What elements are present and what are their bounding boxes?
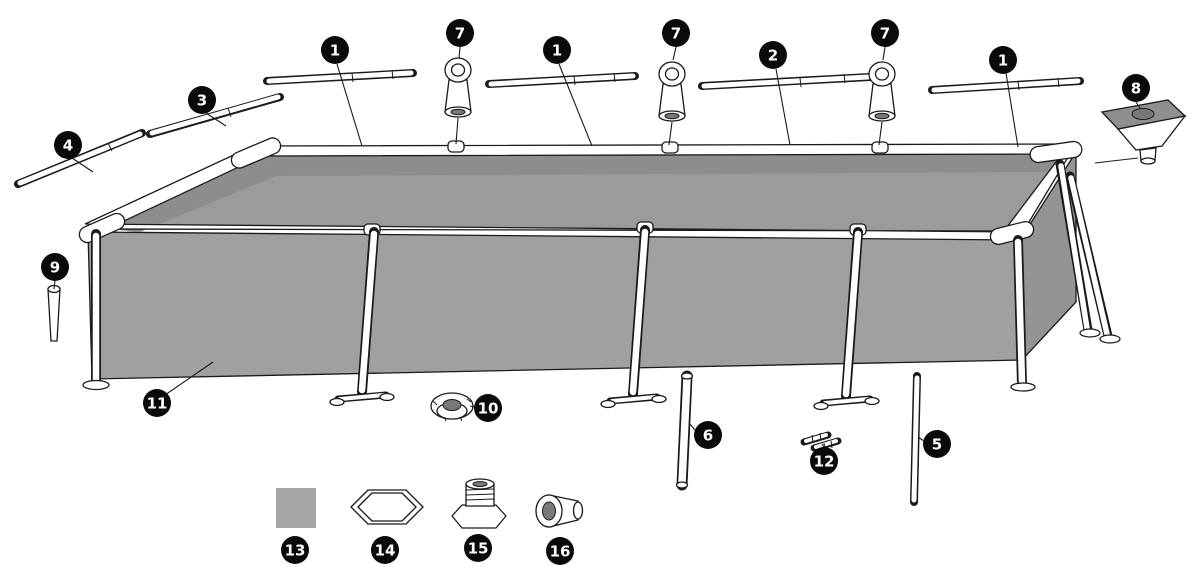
part-top-rail-a (263, 69, 417, 85)
callout-leader-lines (53, 46, 1141, 448)
callout-badge-7c: 7 (871, 19, 899, 47)
svg-text:3: 3 (197, 92, 207, 110)
part-side-rail-3 (146, 93, 284, 138)
callout-badge-1a: 1 (321, 36, 349, 64)
svg-text:4: 4 (63, 137, 73, 155)
leg-front-4 (813, 227, 880, 411)
part-leg-tube (675, 370, 694, 491)
callout-badge-6: 6 (694, 421, 722, 449)
svg-text:14: 14 (375, 542, 396, 560)
svg-text:15: 15 (468, 540, 489, 558)
callout-badge-3: 3 (188, 86, 216, 114)
callout-badge-13: 13 (281, 536, 309, 564)
leg-front-right (1010, 235, 1036, 392)
part-top-rail-d (928, 77, 1084, 94)
leg-front-left (82, 229, 110, 391)
rim-seat-2 (661, 141, 679, 154)
corner-connector-back-right (1029, 140, 1083, 164)
svg-text:11: 11 (147, 395, 168, 413)
svg-text:5: 5 (932, 436, 942, 454)
part-t-connector-2 (658, 61, 686, 122)
leg-front-3 (600, 225, 667, 409)
part-top-rail-b (485, 72, 639, 88)
part-drain-adapter (451, 478, 507, 529)
part-repair-patch (276, 488, 316, 528)
part-ground-peg (47, 284, 61, 342)
callout-badge-8: 8 (1122, 74, 1150, 102)
svg-text:8: 8 (1131, 80, 1141, 98)
callout-badge-7a: 7 (446, 19, 474, 47)
svg-text:10: 10 (478, 400, 499, 418)
corner-connector-back-left (230, 137, 282, 169)
svg-text:13: 13 (285, 542, 306, 560)
callout-badge-1b: 1 (543, 36, 571, 64)
svg-text:1: 1 (552, 42, 562, 60)
part-top-rail-c (698, 73, 874, 90)
part-seal-cap (430, 392, 474, 422)
svg-text:7: 7 (671, 25, 681, 43)
part-t-connector-3 (868, 61, 896, 122)
part-drain-valve (535, 494, 584, 528)
svg-text:9: 9 (50, 259, 60, 277)
callout-badge-9: 9 (41, 253, 69, 281)
callout-badge-2: 2 (759, 41, 787, 69)
leg-brace-right-1 (1055, 159, 1101, 338)
pool-assembly (78, 137, 1121, 411)
basin-left-shade (107, 156, 276, 232)
callout-badge-14: 14 (371, 536, 399, 564)
part-hex-cap (350, 489, 424, 525)
part-skimmer (1094, 99, 1187, 165)
svg-text:2: 2 (768, 47, 778, 65)
callout-badge-10: 10 (474, 394, 502, 422)
callout-badge-12: 12 (810, 447, 838, 475)
callout-badge-16: 16 (546, 537, 574, 565)
svg-text:12: 12 (814, 453, 835, 471)
callout-badge-5: 5 (923, 430, 951, 458)
svg-text:7: 7 (455, 25, 465, 43)
basin-back-shade (262, 154, 1062, 176)
svg-text:1: 1 (998, 52, 1008, 70)
callout-badge-4: 4 (54, 131, 82, 159)
svg-text:6: 6 (703, 427, 713, 445)
part-vertical-tube (910, 372, 921, 506)
svg-text:16: 16 (550, 543, 571, 561)
svg-text:1: 1 (330, 42, 340, 60)
callout-badge-11: 11 (143, 389, 171, 417)
liner-front-wall (87, 231, 1023, 380)
leg-brace-right-2 (1065, 171, 1121, 344)
callout-badge-1c: 1 (989, 46, 1017, 74)
callout-badge-15: 15 (464, 534, 492, 562)
part-side-rail-4 (14, 129, 146, 188)
svg-text:7: 7 (880, 25, 890, 43)
callout-badge-7b: 7 (662, 19, 690, 47)
part-t-connector-1 (444, 57, 472, 118)
rim-seat-3 (871, 141, 889, 154)
leg-front-2 (329, 227, 395, 407)
corner-connector-front-left (78, 212, 126, 244)
